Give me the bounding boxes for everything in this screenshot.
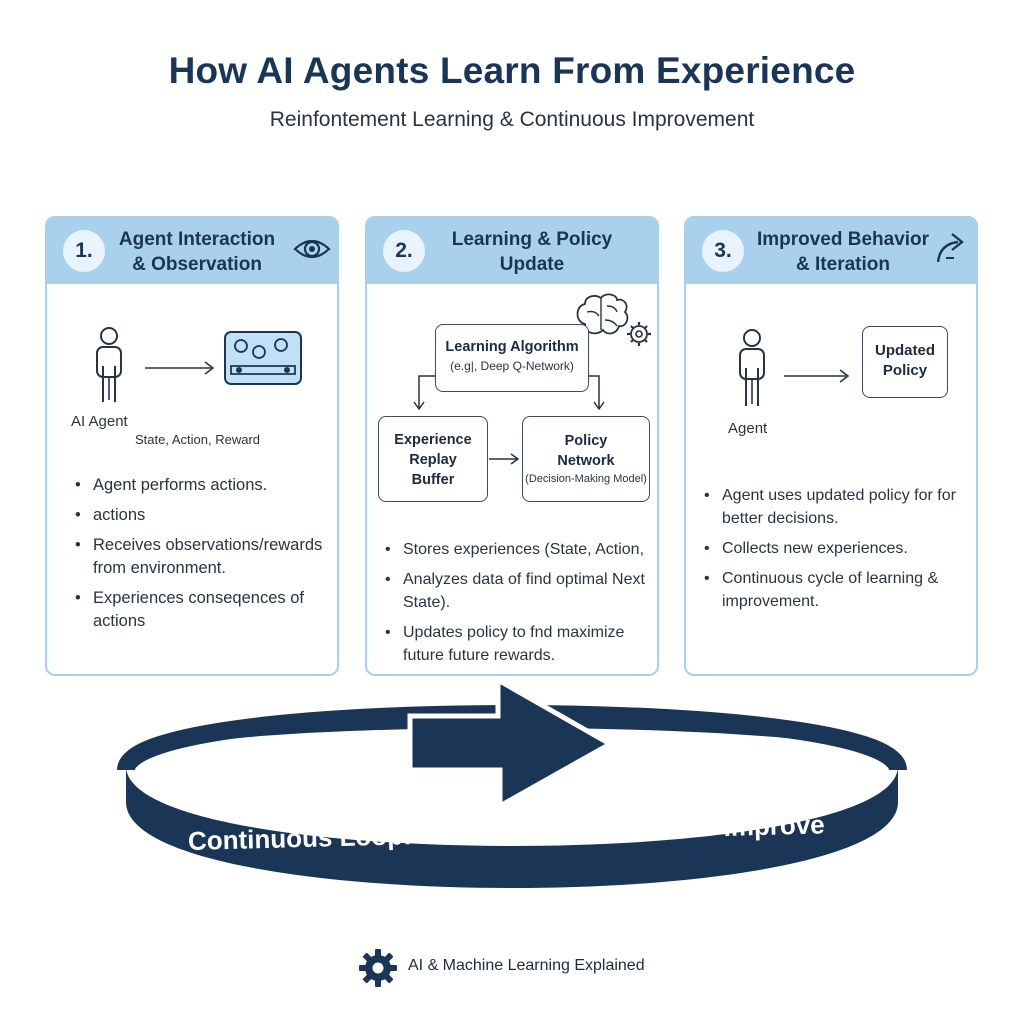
list-item: Stores experiences (State, Action, [381, 538, 653, 561]
panel-heading: Agent Interaction & Observation [109, 227, 285, 277]
heading-line: & Iteration [796, 254, 890, 275]
list-item: Agent performs actions. [71, 474, 333, 497]
buffer-label: Experience Replay Buffer [394, 432, 472, 488]
footer-text: AI & Machine Learning Explained [408, 957, 645, 974]
panel-header: 3. Improved Behavior & Iteration [686, 218, 976, 284]
ring-front-band [126, 766, 898, 888]
list-item: Analyzes data of find optimal Next State… [381, 568, 653, 614]
heading-line: & Observation [132, 254, 262, 275]
policy-subtitle: (Decision-Making Model) [525, 473, 647, 485]
panel-heading: Learning & Policy Update [429, 227, 635, 277]
bullet-list: Agent performs actions. actions Receives… [71, 474, 333, 640]
panel-agent-interaction: 1. Agent Interaction & Observation AI Ag… [45, 216, 339, 676]
heading-line: Update [499, 254, 565, 275]
arrow-right-icon [145, 361, 215, 375]
algorithm-subtitle: (e.g|, Deep Q-Network) [450, 359, 574, 373]
policy-label: Policy [564, 433, 608, 449]
heading-line: Learning & Policy [451, 229, 613, 250]
list-item: Agent uses updated policy for for better… [700, 484, 972, 530]
heading-line: Agent Interaction [118, 229, 276, 250]
replay-buffer-box: Experience Replay Buffer [378, 416, 488, 502]
page-subtitle: Reinfontement Learning & Continuous Impr… [269, 108, 755, 131]
connector-arrows [413, 375, 605, 411]
list-item: Continuous cycle of learning & improveme… [700, 567, 972, 613]
list-item: actions [71, 504, 333, 527]
gear-icon [359, 949, 397, 987]
updated-policy-box: Updated Policy [862, 326, 948, 398]
arrow-right-icon [489, 453, 520, 465]
agent-label: Agent [728, 420, 768, 437]
step-number: 2. [383, 230, 425, 272]
panel-improved-behavior: 3. Improved Behavior & Iteration Agent U… [684, 216, 978, 676]
list-item: Updates policy to fnd maximize future fu… [381, 621, 653, 667]
step-number: 3. [702, 230, 744, 272]
page-title: How AI Agents Learn From Experience [168, 50, 856, 91]
learning-algorithm-box: Learning Algorithm (e.g|, Deep Q-Network… [435, 324, 589, 392]
eye-icon [293, 239, 331, 259]
person-icon [739, 329, 765, 406]
policy-label: Network [557, 453, 615, 469]
agent-label: AI Agent [71, 413, 128, 430]
panel-heading: Improved Behavior & Iteration [748, 227, 938, 277]
policy-label: Updated [875, 342, 935, 359]
policy-label: Policy [882, 362, 928, 379]
panel-header: 2. Learning & Policy Update [367, 218, 657, 284]
panel-learning-update: 2. Learning & Policy Update Learning Alg… [365, 216, 659, 676]
algorithm-title: Learning Algorithm [445, 339, 579, 355]
curved-arrow-icon [936, 233, 964, 263]
brain-gear-icon [576, 293, 651, 346]
panel-header: 1. Agent Interaction & Observation [47, 218, 337, 284]
policy-network-box: Policy Network (Decision-Making Model) [522, 416, 650, 502]
person-icon [96, 327, 122, 402]
ring-top-band [126, 710, 898, 766]
list-item: Receives observations/rewards from envir… [71, 534, 333, 580]
arrow-right-icon [784, 369, 850, 383]
bullet-list: Stores experiences (State, Action, Analy… [381, 538, 653, 674]
loop-arrow-head [407, 675, 616, 811]
observation-caption: State, Action, Reward [135, 432, 261, 447]
environment-icon [224, 331, 302, 385]
list-item: Experiences conseqences of actions [71, 587, 333, 633]
bullet-list: Agent uses updated policy for for better… [700, 484, 972, 620]
continuous-loop-ring [117, 675, 907, 888]
heading-line: Improved Behavior [756, 229, 930, 250]
step-number: 1. [63, 230, 105, 272]
list-item: Collects new experiences. [700, 537, 972, 560]
